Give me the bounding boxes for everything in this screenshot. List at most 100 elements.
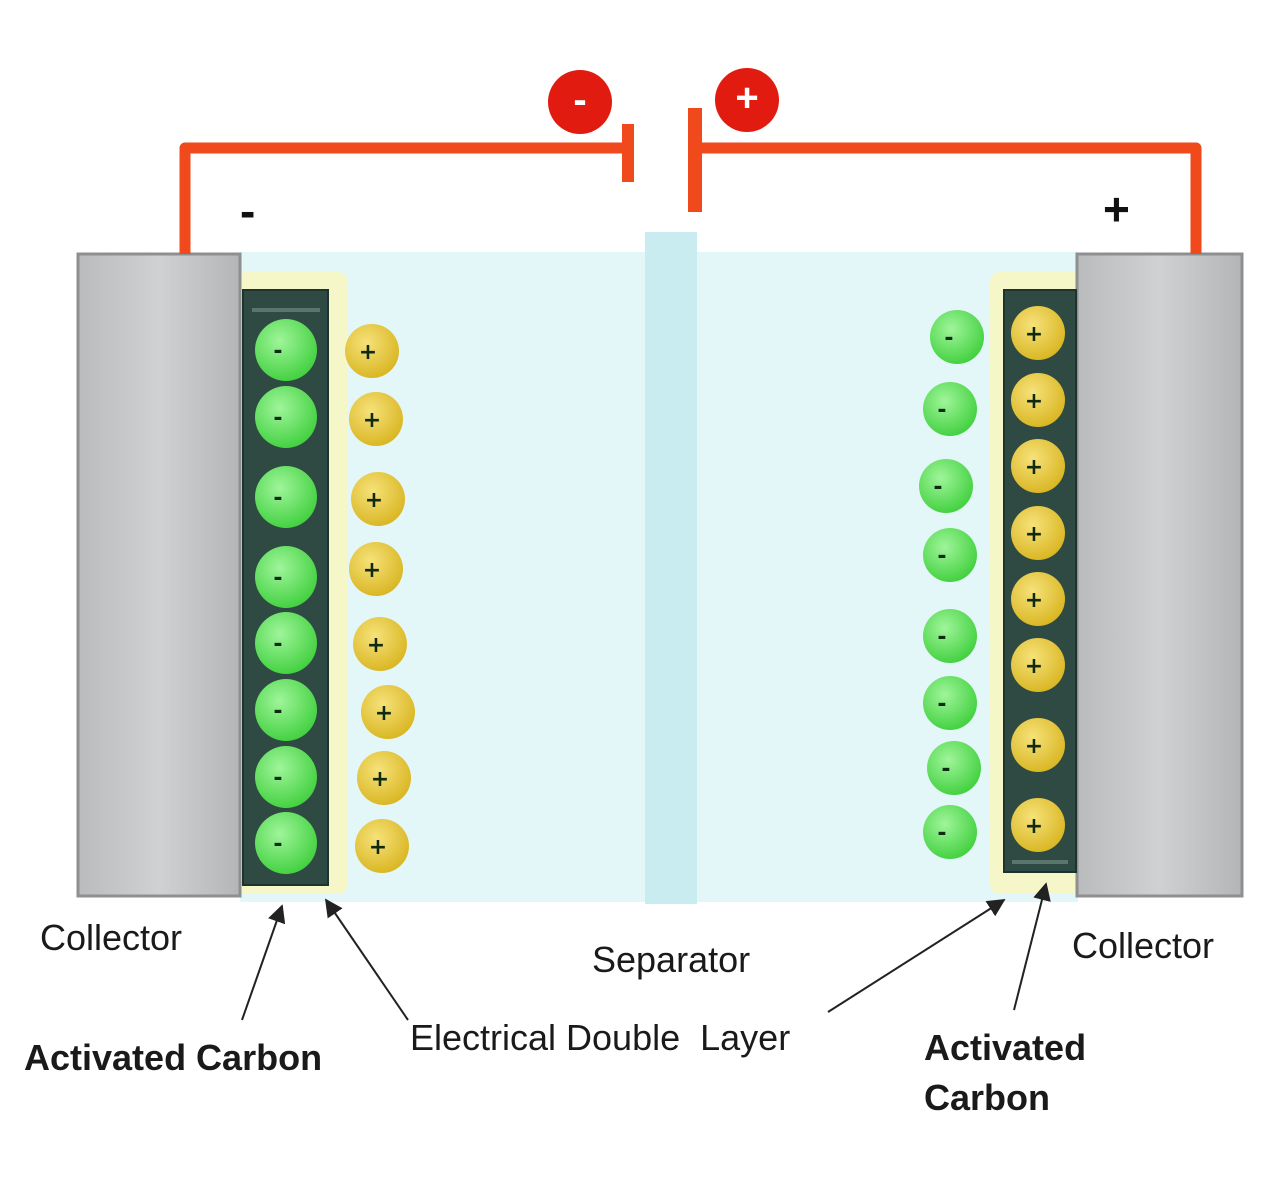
anion-circle xyxy=(923,382,977,436)
anion-circle xyxy=(255,319,317,381)
left-carbon-anion-3: - xyxy=(255,466,317,528)
collector-label-left: Collector xyxy=(40,917,183,958)
cation-symbol: + xyxy=(363,558,381,583)
anion-circle xyxy=(255,612,317,674)
anion-circle xyxy=(255,546,317,608)
cation-symbol: + xyxy=(1025,734,1043,759)
anion-symbol: - xyxy=(273,832,282,857)
anion-symbol: - xyxy=(273,766,282,791)
right-carbon-cation-8: + xyxy=(1011,798,1065,852)
left-carbon-anion-5: - xyxy=(255,612,317,674)
anion-circle xyxy=(923,528,977,582)
anion-circle xyxy=(930,310,984,364)
right-electrolyte-anion-6: - xyxy=(923,676,977,730)
cation-symbol: + xyxy=(1025,455,1043,480)
anion-circle xyxy=(255,746,317,808)
cation-symbol: + xyxy=(367,633,385,658)
anion-symbol: - xyxy=(933,475,942,500)
negative-electrode-sign: - xyxy=(240,185,256,237)
arrow-activated-carbon-right xyxy=(1013,882,1051,1011)
anion-circle xyxy=(255,466,317,528)
left-collector xyxy=(76,252,242,898)
right-electrolyte-anion-4: - xyxy=(923,528,977,582)
cation-symbol: + xyxy=(1025,588,1043,613)
anion-circle xyxy=(923,805,977,859)
anion-circle xyxy=(919,459,973,513)
activated-carbon-label-left: Activated Carbon xyxy=(24,1037,323,1078)
cation-circle xyxy=(1011,373,1065,427)
left-electrolyte-cation-1: + xyxy=(345,324,399,378)
anion-symbol: - xyxy=(941,757,950,782)
right-carbon-cation-4: + xyxy=(1011,506,1065,560)
anion-symbol: - xyxy=(273,339,282,364)
left-electrolyte-cation-2: + xyxy=(349,392,403,446)
anion-symbol: - xyxy=(273,699,282,724)
right-carbon-cation-6: + xyxy=(1011,638,1065,692)
right-electrolyte-anion-3: - xyxy=(919,459,973,513)
left-electrolyte-cation-8: + xyxy=(355,819,409,873)
cation-symbol: + xyxy=(1025,322,1043,347)
anion-symbol: - xyxy=(937,625,946,650)
battery-positive-plate xyxy=(688,108,702,212)
right-carbon-cation-1: + xyxy=(1011,306,1065,360)
arrow-double-layer-left xyxy=(324,898,409,1021)
cation-symbol: + xyxy=(1025,814,1043,839)
positive-wire xyxy=(694,142,1202,254)
collector-label-right: Collector xyxy=(1072,925,1215,966)
left-carbon-anion-7: - xyxy=(255,746,317,808)
cation-circle xyxy=(1011,439,1065,493)
electrical-double-layer-label: Electrical Double Layer xyxy=(410,1017,791,1058)
cation-symbol: + xyxy=(375,701,393,726)
anion-symbol: - xyxy=(273,632,282,657)
arrow-double-layer-right xyxy=(827,899,1006,1013)
right-electrolyte-anion-5: - xyxy=(923,609,977,663)
arrow-activated-carbon-left xyxy=(241,904,286,1021)
cation-circle xyxy=(345,324,399,378)
cation-circle xyxy=(1011,718,1065,772)
cation-symbol: + xyxy=(1025,654,1043,679)
left-electrolyte-cation-7: + xyxy=(357,751,411,805)
left-electrolyte-cation-5: + xyxy=(353,617,407,671)
cation-symbol: + xyxy=(369,835,387,860)
cation-symbol: + xyxy=(1025,389,1043,414)
right-carbon-cation-3: + xyxy=(1011,439,1065,493)
anion-circle xyxy=(255,812,317,874)
right-electrolyte-anion-7: - xyxy=(927,741,981,795)
anion-symbol: - xyxy=(937,692,946,717)
right-electrolyte-anion-8: - xyxy=(923,805,977,859)
cation-circle xyxy=(351,472,405,526)
cation-circle xyxy=(1011,572,1065,626)
cation-circle xyxy=(361,685,415,739)
anion-symbol: - xyxy=(937,544,946,569)
anion-circle xyxy=(923,609,977,663)
cation-circle xyxy=(357,751,411,805)
cation-circle xyxy=(349,392,403,446)
cation-symbol: + xyxy=(371,767,389,792)
cation-circle xyxy=(1011,798,1065,852)
cation-circle xyxy=(1011,306,1065,360)
right-electrolyte-anion-2: - xyxy=(923,382,977,436)
left-carbon-anion-6: - xyxy=(255,679,317,741)
positive-terminal-badge: + xyxy=(715,68,779,132)
anion-symbol: - xyxy=(273,406,282,431)
negative-wire xyxy=(179,142,628,254)
left-carbon-anion-4: - xyxy=(255,546,317,608)
anion-symbol: - xyxy=(273,486,282,511)
cation-symbol: + xyxy=(365,488,383,513)
right-electrolyte-anion-1: - xyxy=(930,310,984,364)
anion-symbol: - xyxy=(937,821,946,846)
separator-label: Separator xyxy=(592,939,751,980)
activated-carbon-label-right-line2: Carbon xyxy=(924,1077,1050,1118)
left-carbon-anion-2: - xyxy=(255,386,317,448)
right-carbon-cation-2: + xyxy=(1011,373,1065,427)
cation-symbol: + xyxy=(363,408,381,433)
negative-terminal-badge: - xyxy=(548,70,612,134)
anion-circle xyxy=(255,386,317,448)
anion-circle xyxy=(923,676,977,730)
battery-negative-plate xyxy=(622,124,634,182)
cation-circle xyxy=(355,819,409,873)
cation-circle xyxy=(349,542,403,596)
right-carbon-cation-7: + xyxy=(1011,718,1065,772)
cation-circle xyxy=(1011,506,1065,560)
left-carbon-anion-8: - xyxy=(255,812,317,874)
